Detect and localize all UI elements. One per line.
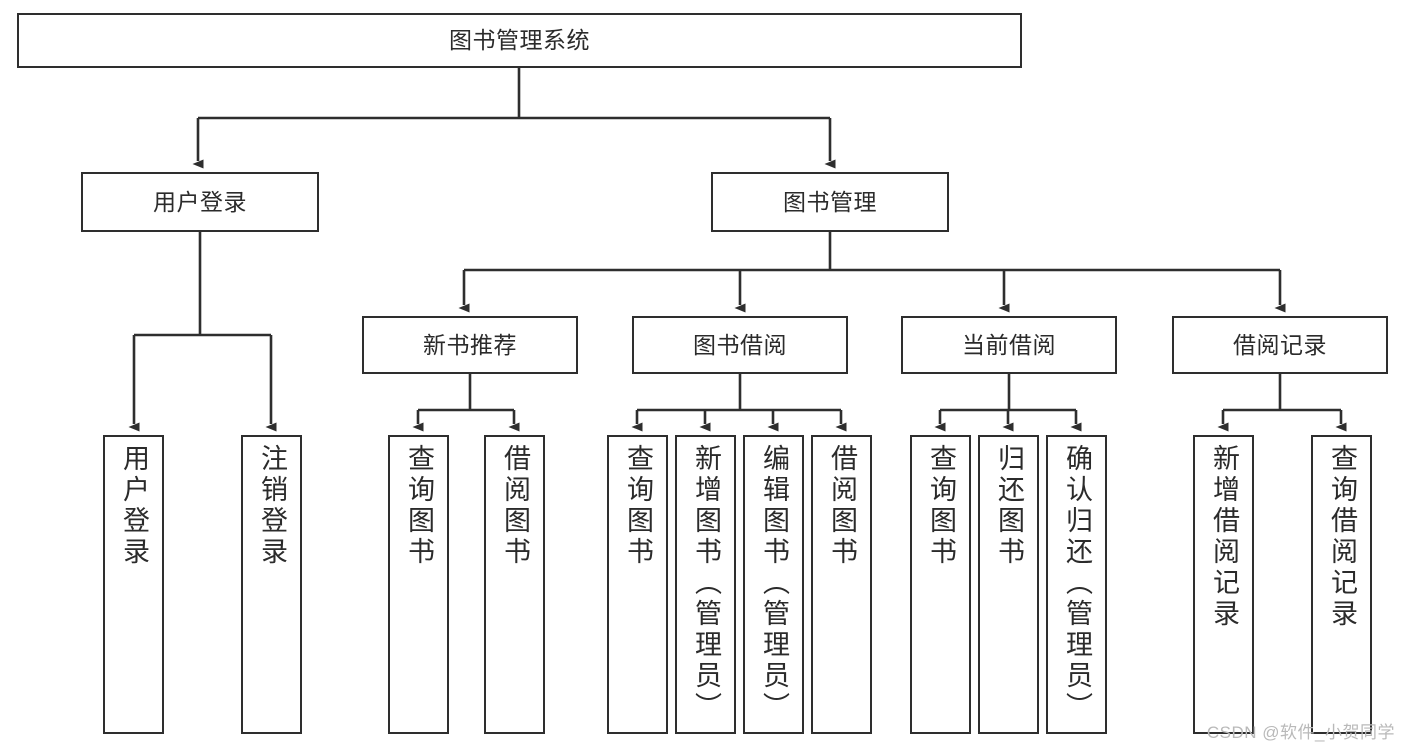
node-leaf-3-label: 查询图书 xyxy=(404,444,434,568)
node-leaf-9-label: 查询图书 xyxy=(926,444,956,568)
node-leaf-13-label: 查询借阅记录 xyxy=(1327,444,1357,630)
node-leaf-7[interactable]: 编辑图书（管理员） xyxy=(743,435,804,734)
node-level2-2-label: 图书管理 xyxy=(783,188,877,215)
node-leaf-11-label: 确认归还（管理员） xyxy=(1062,444,1092,723)
node-level3-4[interactable]: 借阅记录 xyxy=(1172,316,1388,374)
node-leaf-5-label: 查询图书 xyxy=(623,444,653,568)
node-leaf-1[interactable]: 用户登录 xyxy=(103,435,164,734)
node-leaf-6[interactable]: 新增图书（管理员） xyxy=(675,435,736,734)
node-level2-2[interactable]: 图书管理 xyxy=(711,172,949,232)
node-level2-1-label: 用户登录 xyxy=(153,188,247,215)
node-level2-1[interactable]: 用户登录 xyxy=(81,172,319,232)
node-leaf-2-label: 注销登录 xyxy=(257,444,287,568)
node-leaf-10[interactable]: 归还图书 xyxy=(978,435,1039,734)
node-leaf-12-label: 新增借阅记录 xyxy=(1209,444,1239,630)
node-root-label: 图书管理系统 xyxy=(449,27,590,54)
node-leaf-2[interactable]: 注销登录 xyxy=(241,435,302,734)
node-leaf-9[interactable]: 查询图书 xyxy=(910,435,971,734)
node-level3-3[interactable]: 当前借阅 xyxy=(901,316,1117,374)
node-leaf-1-label: 用户登录 xyxy=(119,444,149,568)
node-leaf-4[interactable]: 借阅图书 xyxy=(484,435,545,734)
node-leaf-8-label: 借阅图书 xyxy=(827,444,857,568)
node-leaf-12[interactable]: 新增借阅记录 xyxy=(1193,435,1254,734)
node-root[interactable]: 图书管理系统 xyxy=(17,13,1022,68)
node-level3-1[interactable]: 新书推荐 xyxy=(362,316,578,374)
node-leaf-6-label: 新增图书（管理员） xyxy=(691,444,721,723)
node-leaf-5[interactable]: 查询图书 xyxy=(607,435,668,734)
node-leaf-10-label: 归还图书 xyxy=(994,444,1024,568)
node-leaf-3[interactable]: 查询图书 xyxy=(388,435,449,734)
node-level3-2-label: 图书借阅 xyxy=(693,331,787,358)
node-leaf-4-label: 借阅图书 xyxy=(500,444,530,568)
node-leaf-13[interactable]: 查询借阅记录 xyxy=(1311,435,1372,734)
node-leaf-7-label: 编辑图书（管理员） xyxy=(759,444,789,723)
watermark: CSDN @软件_小贺同学 xyxy=(1206,723,1395,742)
node-level3-2[interactable]: 图书借阅 xyxy=(632,316,848,374)
node-leaf-8[interactable]: 借阅图书 xyxy=(811,435,872,734)
node-leaf-11[interactable]: 确认归还（管理员） xyxy=(1046,435,1107,734)
node-level3-1-label: 新书推荐 xyxy=(423,331,517,358)
node-level3-4-label: 借阅记录 xyxy=(1233,331,1327,358)
node-level3-3-label: 当前借阅 xyxy=(962,331,1056,358)
